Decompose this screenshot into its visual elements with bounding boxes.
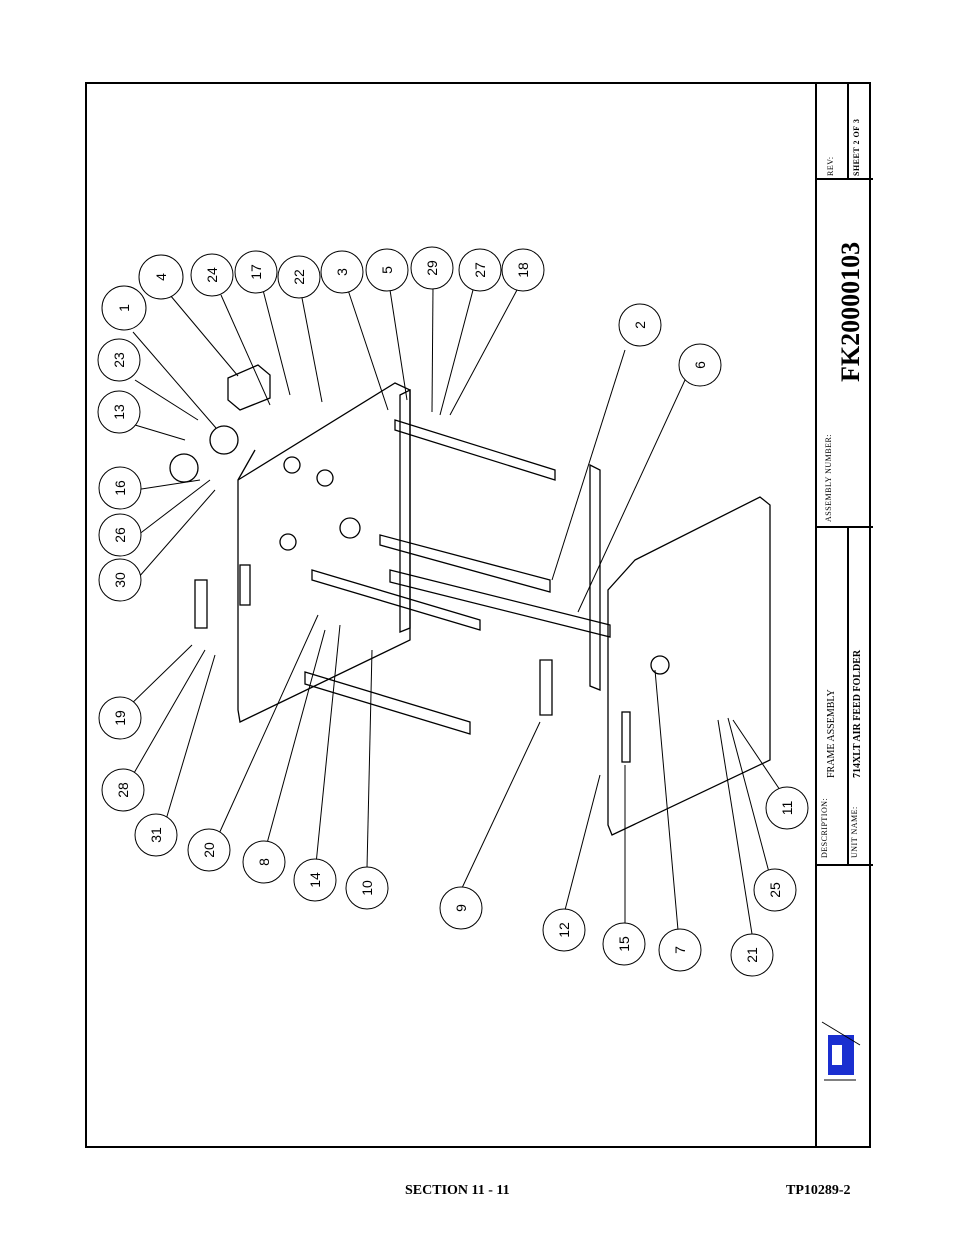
callout-25: 25 — [767, 882, 783, 898]
callout-2: 2 — [632, 321, 648, 329]
callout-bubble — [190, 253, 234, 297]
assembly-number: FK20000103 — [836, 241, 865, 382]
callout-10: 10 — [359, 880, 375, 896]
callout-bubble — [730, 933, 774, 977]
callout-9: 9 — [453, 904, 469, 912]
company-logo — [821, 1021, 861, 1081]
callout-bubble — [98, 558, 142, 602]
callout-bubble — [345, 866, 389, 910]
callout-bubble — [134, 813, 178, 857]
callout-bubble — [458, 248, 502, 292]
assembly-number-label: ASSEMBLY NUMBER: — [824, 433, 833, 522]
callout-19: 19 — [112, 710, 128, 726]
callout-bubble — [501, 248, 545, 292]
callout-1: 1 — [116, 304, 132, 312]
callout-17: 17 — [248, 264, 264, 280]
drawing-frame — [85, 82, 871, 1148]
callout-21: 21 — [744, 947, 760, 963]
callout-12: 12 — [556, 922, 572, 938]
callout-7: 7 — [672, 946, 688, 954]
callout-4: 4 — [153, 273, 169, 281]
callout-bubble — [234, 250, 278, 294]
callout-bubble — [98, 513, 142, 557]
callout-bubble — [542, 908, 586, 952]
callout-3: 3 — [334, 268, 350, 276]
title-block — [815, 82, 873, 1148]
callout-28: 28 — [115, 782, 131, 798]
callout-20: 20 — [201, 842, 217, 858]
callout-31: 31 — [148, 827, 164, 843]
callout-bubble — [97, 390, 141, 434]
section-number: SECTION 11 - 11 — [405, 1183, 510, 1198]
callout-bubble — [320, 250, 364, 294]
callout-23: 23 — [111, 352, 127, 368]
callout-13: 13 — [111, 404, 127, 420]
callout-11: 11 — [779, 801, 795, 816]
callout-bubble — [97, 338, 141, 382]
callout-29: 29 — [424, 260, 440, 276]
callout-30: 30 — [112, 572, 128, 588]
callout-27: 27 — [472, 262, 488, 278]
unit-name-label: UNIT NAME: — [850, 806, 859, 858]
callout-22: 22 — [291, 269, 307, 285]
description-value: FRAME ASSEMBLY — [826, 689, 837, 778]
callout-bubble — [138, 254, 184, 300]
callout-15: 15 — [616, 936, 632, 952]
callout-bubble — [618, 303, 662, 347]
callout-bubble — [277, 255, 321, 299]
callout-18: 18 — [515, 262, 531, 278]
left-side-plate — [237, 382, 411, 723]
callout-5: 5 — [379, 266, 395, 274]
callout-bubble — [98, 466, 142, 510]
callout-bubble — [242, 840, 286, 884]
callout-14: 14 — [307, 872, 323, 888]
callout-8: 8 — [256, 858, 272, 866]
callout-24: 24 — [204, 267, 220, 283]
rev-label: REV: — [826, 156, 835, 176]
sheet-number: SHEET 2 OF 3 — [852, 118, 861, 176]
callout-bubble — [658, 928, 702, 972]
callout-bubble — [602, 922, 646, 966]
callout-bubble — [439, 886, 483, 930]
callout-bubble — [101, 768, 145, 812]
right-side-plate — [607, 496, 771, 836]
callout-bubble — [753, 868, 797, 912]
callout-26: 26 — [112, 527, 128, 543]
callout-bubble — [98, 696, 142, 740]
callout-bubble — [410, 246, 454, 290]
callout-16: 16 — [112, 480, 128, 496]
callout-bubble — [678, 343, 722, 387]
callout-bubble — [765, 786, 809, 830]
document-number: TP10289-2 — [786, 1183, 851, 1198]
description-label: DESCRIPTION: — [820, 797, 829, 858]
callout-bubble — [293, 858, 337, 902]
callout-bubble — [101, 285, 147, 331]
callout-6: 6 — [692, 361, 708, 369]
frame-rail-upper — [394, 419, 556, 481]
callout-bubble — [187, 828, 231, 872]
callout-bubble — [365, 248, 409, 292]
unit-name-value: 714XLT AIR FEED FOLDER — [852, 649, 863, 778]
